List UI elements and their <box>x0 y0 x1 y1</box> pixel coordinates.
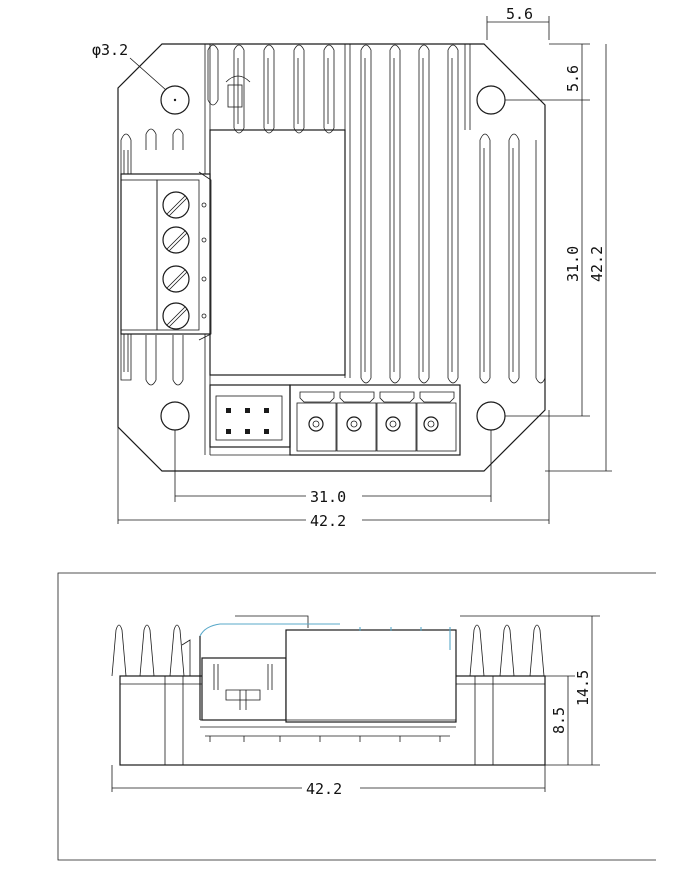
screw-1 <box>162 191 207 219</box>
overall-width-label: 42.2 <box>306 780 342 798</box>
hole-pitch-v-label: 31.0 <box>564 246 582 282</box>
mount-hole-bl <box>160 401 190 431</box>
screw-4 <box>162 302 207 330</box>
screw-3 <box>162 265 207 293</box>
top-view: φ3.2 5.6 5.6 31.0 42.2 31.0 42.2 <box>92 5 612 530</box>
hole-pitch-h-label: 31.0 <box>310 488 346 506</box>
total-height-label: 14.5 <box>574 670 592 706</box>
side-view: 14.5 8.5 42.2 <box>57 572 656 861</box>
overall-h-label: 42.2 <box>310 512 346 530</box>
pin-header <box>209 384 291 456</box>
overall-v-label: 42.2 <box>588 246 606 282</box>
side-fins <box>111 624 545 677</box>
plug-terminals <box>289 384 461 456</box>
board-outline <box>117 43 546 472</box>
screw-terminal-block <box>120 171 212 341</box>
side-view-frame <box>57 572 656 861</box>
mount-hole-br <box>476 401 506 431</box>
offset-v-label: 5.6 <box>564 65 582 92</box>
offset-h-label: 5.6 <box>506 5 533 23</box>
top-fins <box>207 44 335 134</box>
hole-dia-label: φ3.2 <box>92 41 128 59</box>
screw-2 <box>162 226 207 254</box>
right-fins <box>479 133 546 384</box>
long-fins <box>360 44 459 384</box>
mount-hole-tl <box>160 85 190 115</box>
mount-hole-tr <box>476 85 506 115</box>
base-height-label: 8.5 <box>550 707 568 734</box>
